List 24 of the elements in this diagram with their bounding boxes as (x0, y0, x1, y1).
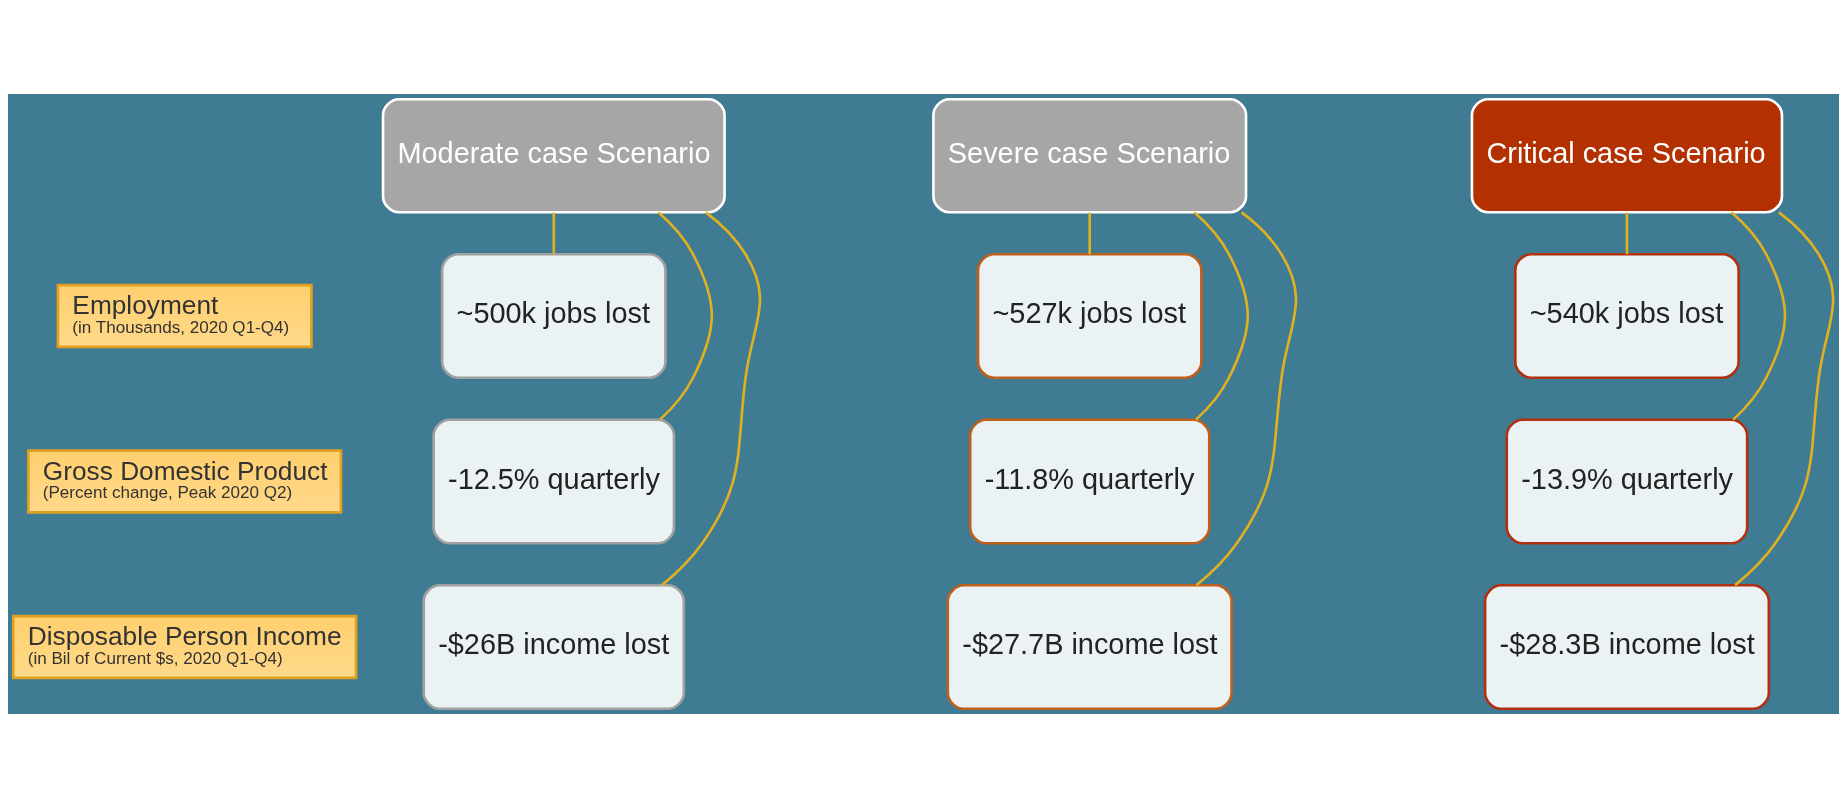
node-box: Critical case Scenario (1470, 97, 1784, 214)
connector (1734, 211, 1835, 587)
connector (1730, 211, 1787, 421)
node-box: -11.8% quarterly (968, 418, 1211, 545)
connector (1193, 211, 1250, 421)
connector (552, 212, 556, 255)
connector (1195, 211, 1298, 587)
connector (1088, 212, 1092, 255)
connector (661, 211, 762, 587)
node-box: Employment (in Thousands, 2020 Q1-Q4) (56, 283, 313, 349)
node-box: Gross Domestic Product (Percent change, Peak 2020 Q2) (27, 449, 343, 514)
node-box: Severe case Scenario (932, 97, 1248, 214)
node-box: -$26B income lost (422, 583, 686, 711)
connector (1625, 212, 1629, 255)
node-box: -$28.3B income lost (1483, 583, 1771, 711)
node-box: ~500k jobs lost (440, 252, 667, 380)
node-box: Disposable Person Income (in Bil of Current $s, 2020 Q1-Q4) (11, 614, 358, 680)
node-box: -13.9% quarterly (1505, 418, 1749, 545)
node-box: -$27.7B income lost (946, 583, 1233, 711)
node-box: -12.5% quarterly (432, 418, 676, 545)
node-box: Moderate case Scenario (381, 97, 726, 214)
node-box: ~540k jobs lost (1514, 252, 1740, 380)
node-box: ~527k jobs lost (976, 252, 1203, 380)
connector (657, 211, 714, 421)
